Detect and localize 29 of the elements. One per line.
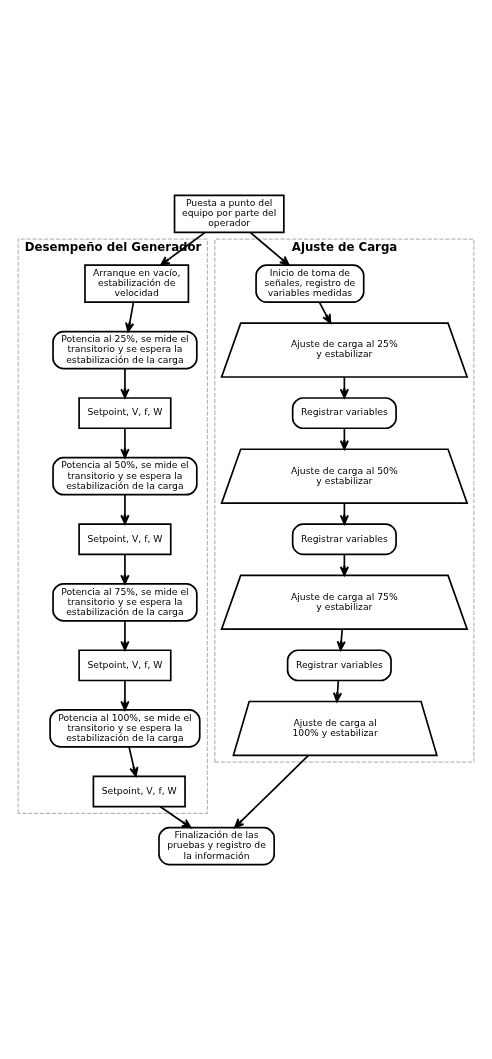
arrow <box>249 231 290 266</box>
node-box: Setpoint, V, f, W <box>78 396 172 429</box>
node-box: Inicio de toma de señales, registro de variables medidas <box>255 263 365 303</box>
arrow <box>120 493 130 525</box>
node-box: Setpoint, V, f, W <box>92 775 186 807</box>
arrow <box>128 745 139 777</box>
node-box: Puesta a punto del equipo por parte del operador <box>173 194 285 233</box>
node-box: Registrar variables <box>291 522 397 555</box>
arrow <box>336 628 346 651</box>
arrow <box>120 679 130 711</box>
node-box: Finalización de las pruebas y registro de la información <box>158 826 275 865</box>
node-box: Registrar variables <box>291 396 397 429</box>
node-box: Arranque en vacío, estabilización de velocidad <box>84 263 190 303</box>
arrow <box>120 553 130 585</box>
arrow <box>125 300 135 332</box>
arrow <box>318 300 332 324</box>
node-box: Potencia al 100%, se mide el transitorio y se espera la estabilización de la carga <box>49 708 201 748</box>
arrow <box>120 427 130 458</box>
node-box: Setpoint, V, f, W <box>78 522 172 555</box>
node-box: Potencia al 50%, se mide el transitorio y se espera la estabilización de la carga <box>52 456 198 496</box>
arrow <box>332 679 343 702</box>
arrow <box>234 754 310 828</box>
node-box: Setpoint, V, f, W <box>78 648 172 681</box>
arrow <box>120 367 130 398</box>
arrow <box>159 805 192 828</box>
arrow <box>120 619 130 651</box>
node-box: Potencia al 25%, se mide el transitorio y se espera la estabilización de la carga <box>52 330 198 369</box>
node-box: Potencia al 75%, se mide el transitorio y se espera la estabilización de la carga <box>52 582 198 622</box>
node-box: Registrar variables <box>286 648 392 681</box>
